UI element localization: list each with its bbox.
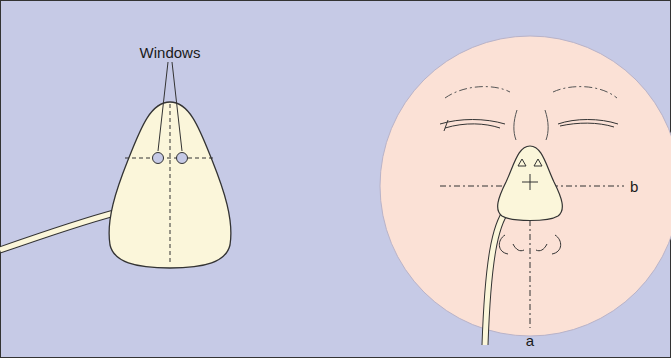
nose-bridge bbox=[514, 110, 548, 140]
crosshair bbox=[530, 174, 531, 190]
sensor-pad bbox=[109, 102, 231, 268]
sensor-cable-fill bbox=[0, 212, 118, 250]
sensor-cable-fill bbox=[485, 210, 507, 345]
leader-line bbox=[172, 62, 182, 151]
closed-eye bbox=[440, 120, 505, 132]
sensor-on-nose bbox=[498, 146, 563, 221]
axis-label: b bbox=[630, 179, 638, 194]
part-label: Windows bbox=[140, 45, 201, 60]
sensor-cable bbox=[485, 210, 507, 345]
axis-label: a bbox=[526, 333, 534, 348]
axis-a bbox=[530, 150, 531, 328]
face-circle bbox=[380, 36, 671, 336]
axis-line bbox=[170, 104, 171, 264]
eyebrow bbox=[445, 87, 510, 98]
window-hole bbox=[153, 153, 164, 164]
closed-eye bbox=[558, 120, 618, 128]
eyebrow bbox=[553, 87, 617, 98]
axis-line bbox=[125, 158, 215, 159]
window-marks bbox=[518, 159, 542, 166]
leader-line bbox=[158, 62, 168, 151]
window-hole bbox=[177, 153, 188, 164]
sensor-cable bbox=[0, 212, 118, 250]
